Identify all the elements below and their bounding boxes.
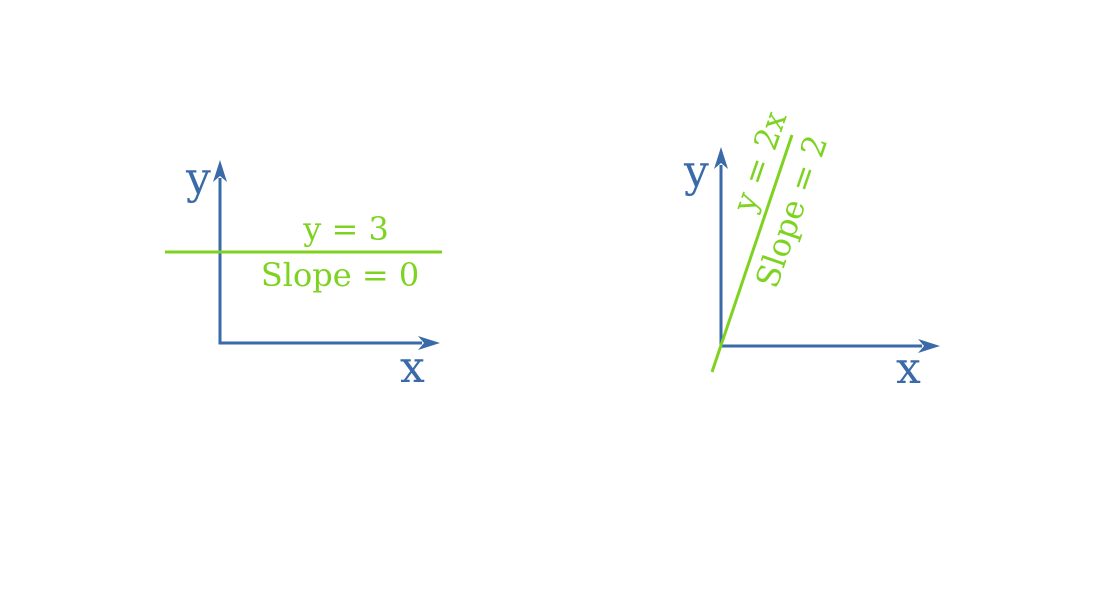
- left-equation-label: y = 3: [302, 210, 389, 248]
- right-x-axis-arrow-icon: [918, 339, 940, 353]
- left-y-axis-arrow-icon: [213, 160, 227, 182]
- right-x-axis-label: x: [896, 343, 921, 394]
- left-x-axis-label: x: [400, 342, 425, 393]
- left-x-axis-arrow-icon: [418, 336, 440, 350]
- right-graph-line: [710, 134, 794, 373]
- right-y-axis-arrow-icon: [714, 147, 728, 169]
- left-slope-label: Slope = 0: [261, 256, 419, 294]
- graph-horizontal-line: y x y = 3 Slope = 0: [165, 153, 442, 393]
- left-y-axis-label: y: [185, 153, 211, 204]
- graph-sloped-line: y x y = 2x Slope = 2: [683, 106, 940, 394]
- right-y-axis-label: y: [683, 146, 709, 197]
